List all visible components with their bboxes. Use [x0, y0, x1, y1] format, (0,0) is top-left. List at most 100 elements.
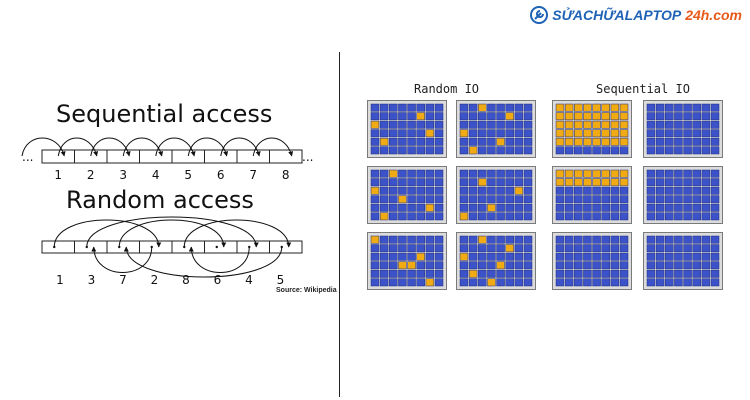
storage-block — [710, 195, 720, 204]
storage-block — [665, 261, 674, 270]
storage-block — [555, 252, 565, 261]
storage-block — [701, 269, 711, 278]
storage-block — [389, 195, 398, 204]
accessed-block — [564, 137, 574, 146]
rnd-arrow — [53, 219, 162, 248]
storage-block — [564, 212, 574, 221]
accessed-block — [610, 103, 620, 112]
storage-block — [619, 261, 629, 270]
random-io-panel — [456, 166, 536, 224]
storage-block — [674, 186, 683, 195]
storage-block — [398, 137, 407, 146]
random-io-panel — [456, 100, 536, 158]
random-io-panel — [367, 232, 447, 290]
storage-block — [665, 235, 674, 244]
storage-block — [674, 112, 683, 121]
accessed-block — [370, 186, 380, 195]
accessed-block — [583, 112, 592, 121]
storage-block — [496, 203, 505, 212]
storage-block — [478, 278, 487, 287]
accessed-block — [407, 261, 416, 270]
accessed-block — [583, 137, 592, 146]
storage-block — [564, 195, 574, 204]
storage-block — [370, 244, 380, 253]
storage-block — [389, 252, 398, 261]
storage-block — [416, 186, 425, 195]
storage-block — [398, 146, 407, 155]
accessed-block — [478, 103, 487, 112]
storage-block — [478, 244, 487, 253]
storage-block — [555, 146, 565, 155]
storage-block — [416, 146, 425, 155]
accessed-block — [496, 137, 505, 146]
storage-block — [425, 146, 435, 155]
storage-block — [505, 269, 514, 278]
accessed-block — [459, 129, 469, 138]
storage-block — [564, 235, 574, 244]
storage-block — [674, 203, 683, 212]
accessed-block — [592, 178, 601, 187]
storage-block — [564, 261, 574, 270]
storage-block — [496, 178, 505, 187]
storage-block — [583, 212, 592, 221]
storage-block — [683, 120, 692, 129]
storage-block — [665, 146, 674, 155]
storage-block — [370, 146, 380, 155]
storage-block — [692, 120, 701, 129]
accessed-block — [555, 178, 565, 187]
random-io-panel — [367, 166, 447, 224]
accessed-block — [574, 169, 583, 178]
storage-block — [710, 146, 720, 155]
storage-block — [459, 112, 469, 121]
sequential-io-panel — [552, 100, 632, 158]
storage-block — [468, 252, 478, 261]
storage-block — [692, 235, 701, 244]
storage-block — [487, 178, 496, 187]
storage-block — [674, 178, 683, 187]
storage-block — [574, 252, 583, 261]
storage-block — [710, 203, 720, 212]
storage-block — [416, 278, 425, 287]
accessed-block — [574, 178, 583, 187]
accessed-block — [505, 112, 514, 121]
storage-block — [416, 195, 425, 204]
storage-block — [646, 129, 656, 138]
storage-block — [523, 178, 533, 187]
storage-block — [407, 169, 416, 178]
panel-frame — [643, 232, 723, 290]
storage-block — [370, 269, 380, 278]
rnd-cell — [269, 240, 303, 254]
storage-block — [710, 269, 720, 278]
storage-block — [496, 120, 505, 129]
storage-block — [514, 244, 524, 253]
accessed-block — [398, 195, 407, 204]
storage-block — [459, 103, 469, 112]
accessed-block — [610, 178, 620, 187]
storage-block — [701, 103, 711, 112]
storage-block — [407, 137, 416, 146]
storage-block — [505, 235, 514, 244]
logo-accent: 24h.com — [685, 7, 742, 23]
storage-block — [564, 252, 574, 261]
storage-block — [434, 120, 444, 129]
storage-block — [434, 137, 444, 146]
storage-block — [398, 169, 407, 178]
storage-block — [646, 120, 656, 129]
storage-block — [416, 244, 425, 253]
accessed-block — [592, 120, 601, 129]
storage-block — [610, 212, 620, 221]
storage-block — [434, 252, 444, 261]
storage-block — [398, 212, 407, 221]
storage-block — [674, 261, 683, 270]
accessed-block — [574, 137, 583, 146]
storage-block — [514, 203, 524, 212]
accessed-block — [583, 169, 592, 178]
random-io-panel — [456, 232, 536, 290]
divider-line — [339, 52, 340, 397]
storage-block — [619, 235, 629, 244]
storage-block — [505, 186, 514, 195]
seq-arrow — [21, 137, 66, 157]
storage-block — [505, 261, 514, 270]
accessed-block — [619, 112, 629, 121]
